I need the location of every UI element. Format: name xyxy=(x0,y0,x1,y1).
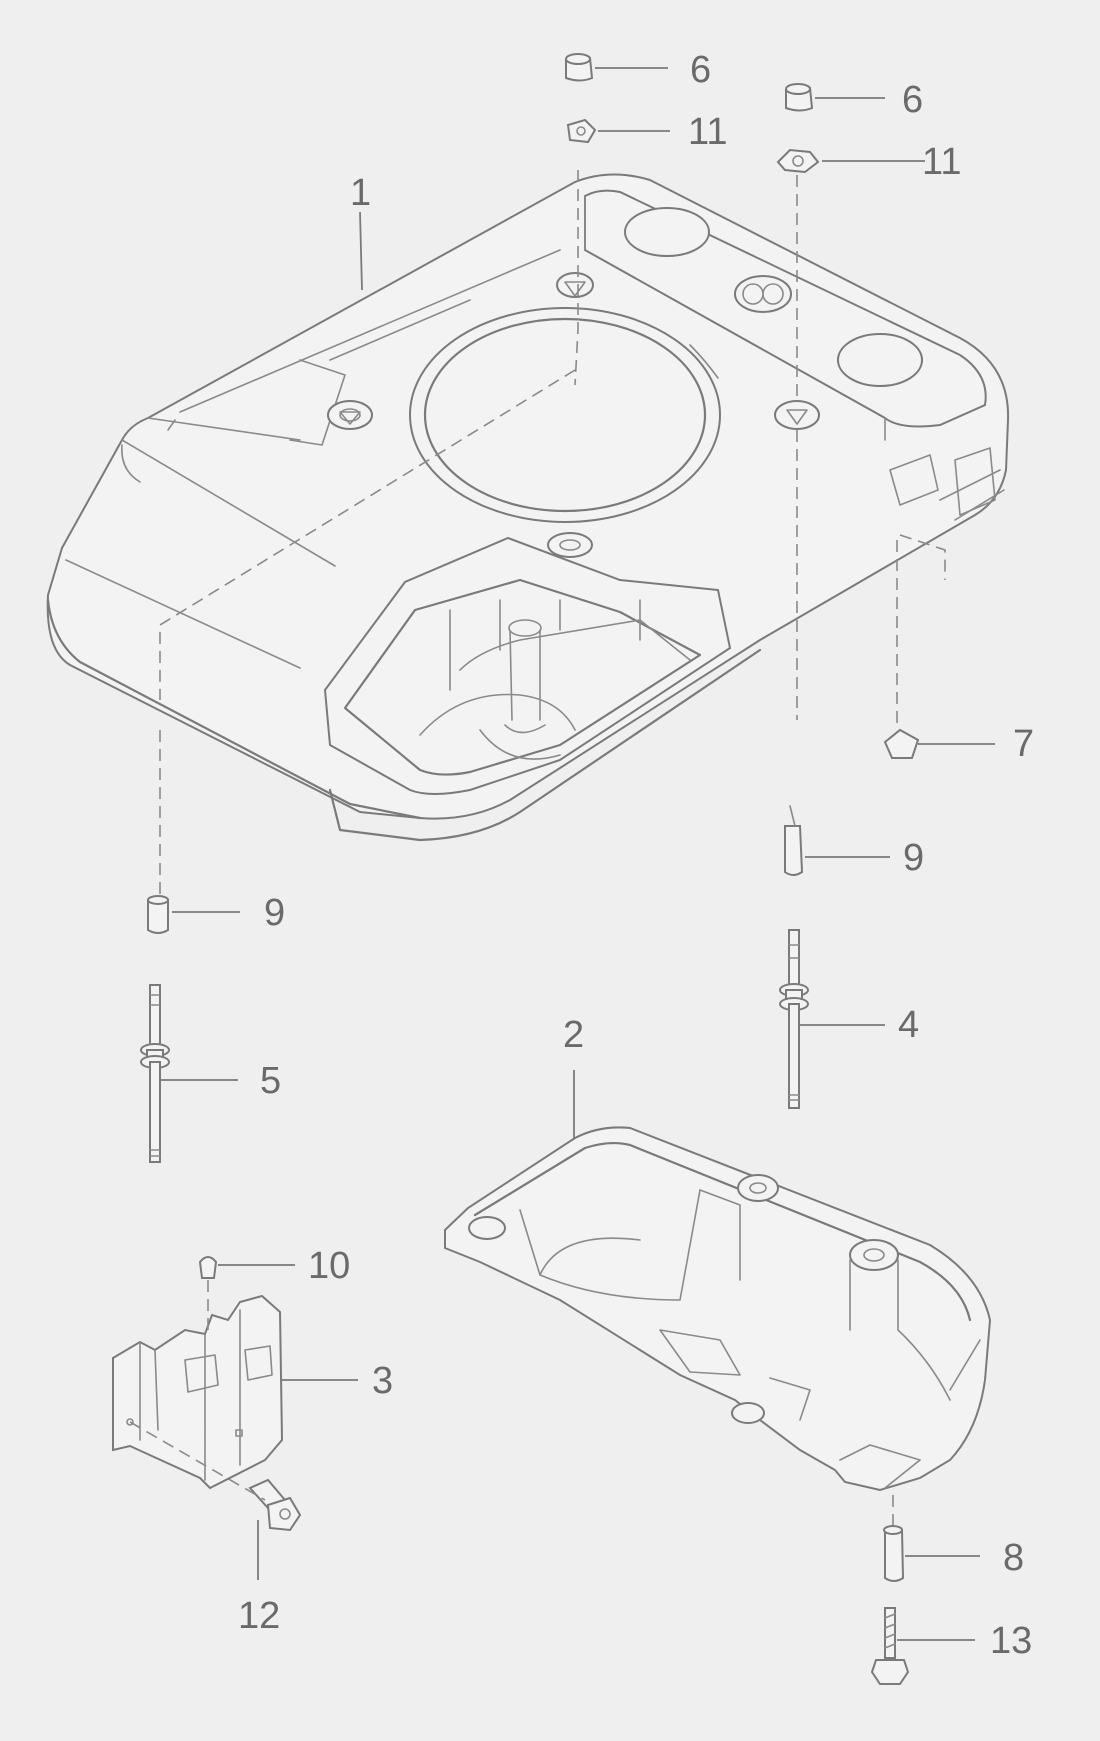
callout-9-left: 9 xyxy=(264,892,285,934)
part-9-pin-right xyxy=(784,805,804,876)
callout-8: 8 xyxy=(1003,1537,1024,1579)
part-4-stud xyxy=(779,929,809,1109)
part-10-clip xyxy=(198,1256,218,1279)
part-12-bolt xyxy=(248,1478,302,1532)
callout-11-right: 11 xyxy=(922,141,961,183)
callout-5: 5 xyxy=(260,1060,281,1102)
callout-9-right: 9 xyxy=(903,837,924,879)
part-6-cap-left xyxy=(565,53,594,82)
part-2-lower-tray xyxy=(444,1126,992,1492)
part-6-cap-right xyxy=(785,83,814,112)
callout-12: 12 xyxy=(238,1595,280,1637)
callout-4: 4 xyxy=(898,1004,919,1046)
callout-10: 10 xyxy=(308,1245,350,1287)
leader-lines xyxy=(160,67,995,1641)
part-13-bolt xyxy=(870,1607,910,1685)
callout-13: 13 xyxy=(990,1620,1032,1662)
part-9-pin-left xyxy=(147,895,169,934)
callout-1: 1 xyxy=(350,172,371,214)
fastener-seat-markers xyxy=(339,281,808,425)
part-1-upper-cover xyxy=(46,173,1010,842)
part-11-nut-left xyxy=(566,118,597,144)
part-7-clip-nut xyxy=(883,728,920,759)
callout-6-left: 6 xyxy=(690,49,711,91)
callout-3: 3 xyxy=(372,1360,393,1402)
assembly-dashed-lines xyxy=(129,170,898,1525)
part-5-stud xyxy=(140,984,170,1163)
callout-11-left: 11 xyxy=(688,111,727,153)
callout-6-right: 6 xyxy=(902,79,923,121)
callout-2: 2 xyxy=(563,1014,584,1056)
part-3-bracket xyxy=(112,1294,284,1490)
callout-7: 7 xyxy=(1013,723,1034,765)
part-8-sleeve xyxy=(883,1525,905,1582)
part-11-nut-right xyxy=(776,148,820,174)
